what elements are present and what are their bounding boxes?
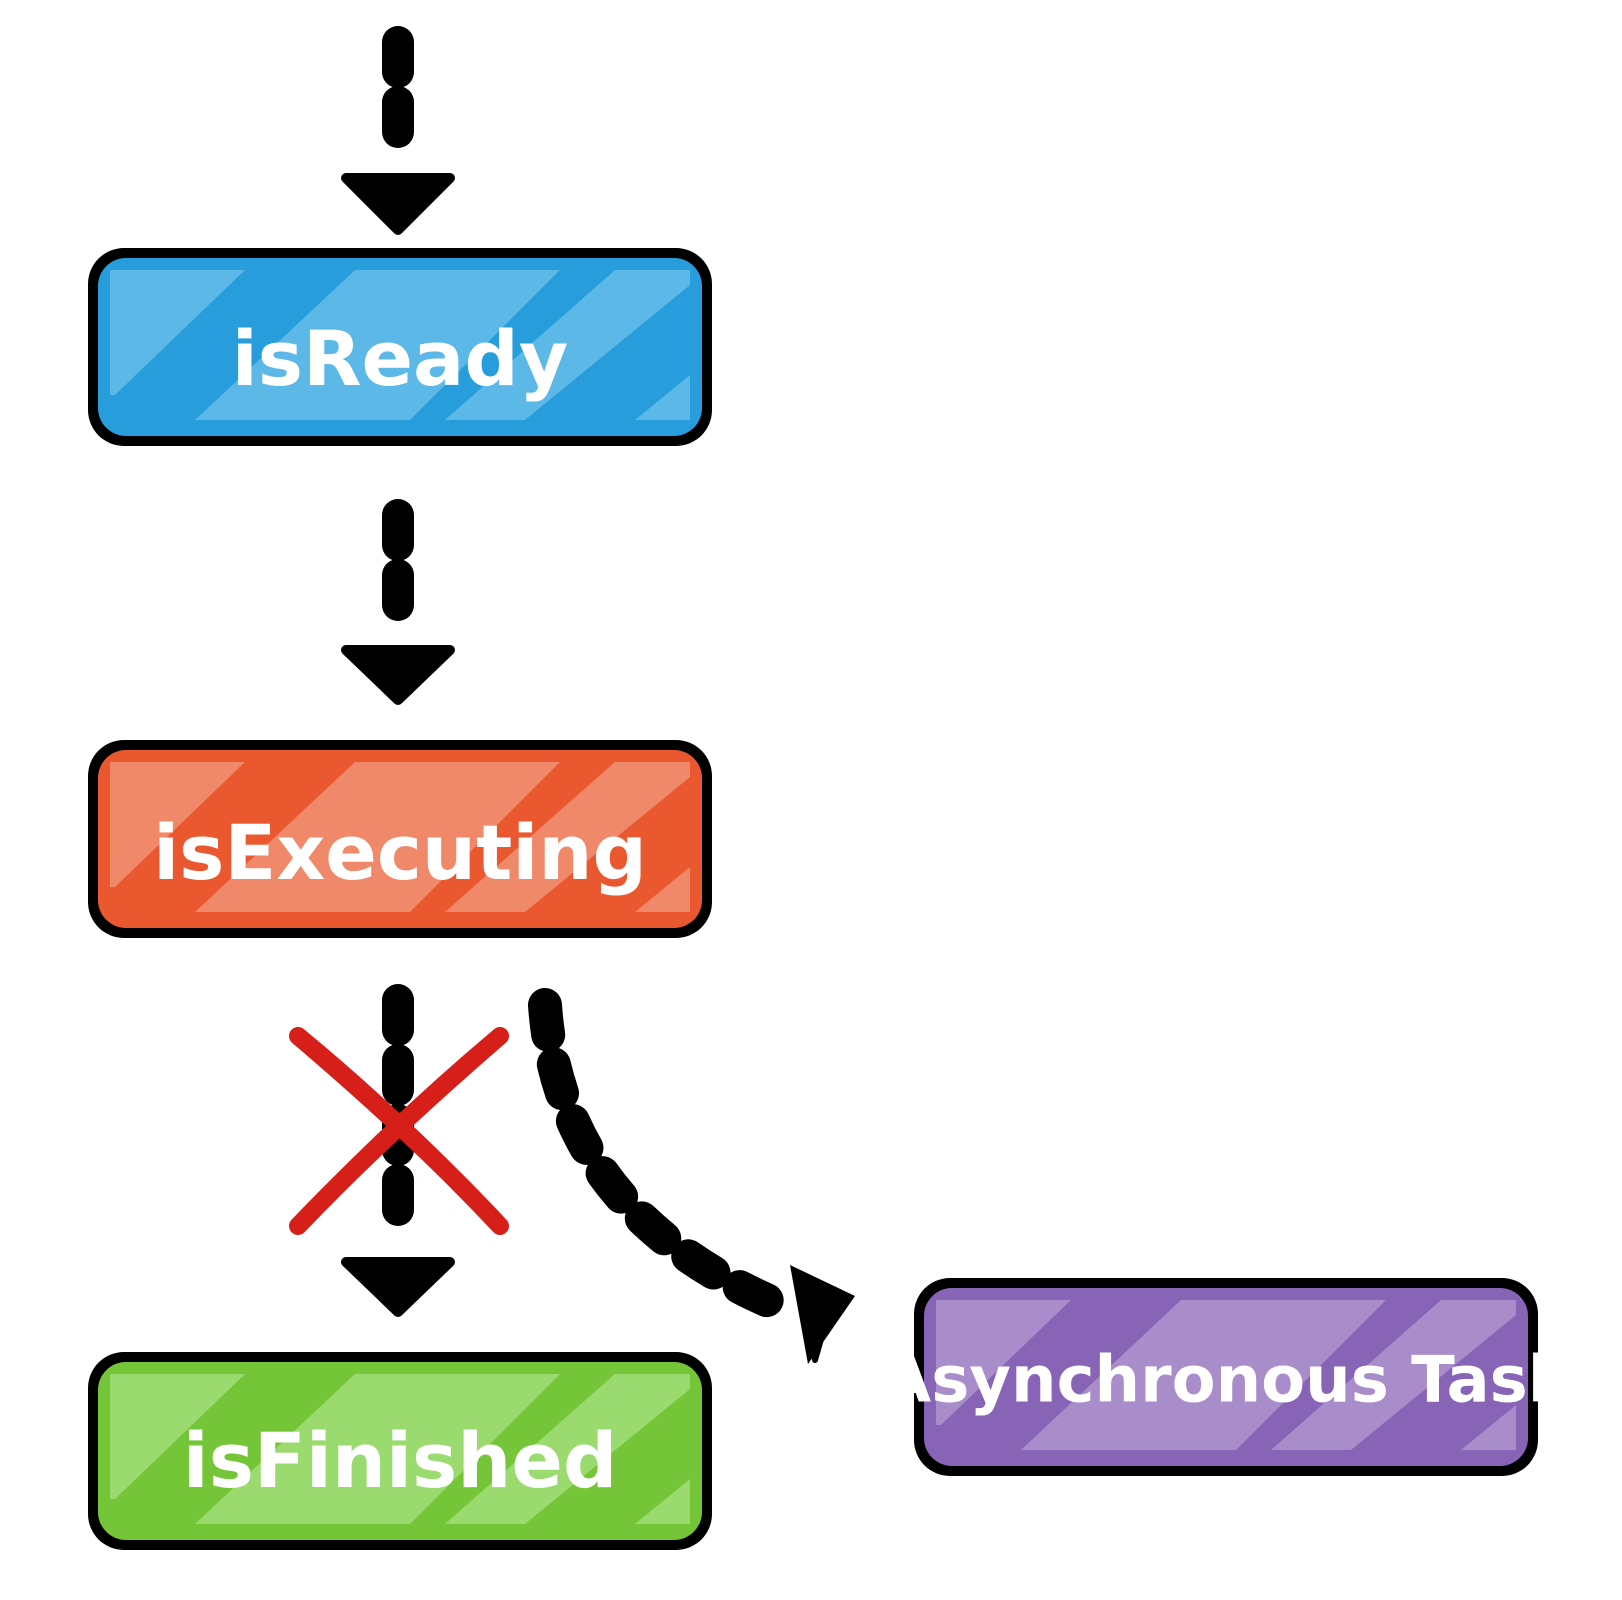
node-async-task-stripes (936, 1300, 1516, 1450)
node-is-finished-stripes (110, 1374, 690, 1524)
arrow-executing-to-async (528, 988, 855, 1364)
node-is-executing-label: isExecuting (153, 808, 647, 897)
node-is-executing: isExecuting (88, 740, 712, 938)
node-is-ready-stripes (110, 270, 690, 420)
entry-arrow (341, 26, 455, 235)
blocked-cross-icon (289, 1027, 509, 1235)
node-is-executing-stripes (110, 762, 690, 912)
node-is-finished-label: isFinished (183, 1416, 618, 1505)
node-is-ready: isReady (88, 248, 712, 446)
arrow-ready-to-executing (341, 499, 455, 705)
node-is-ready-label: isReady (232, 314, 569, 403)
node-is-finished: isFinished (88, 1352, 712, 1550)
node-async-task-label: Asynchronous Task (882, 1344, 1572, 1418)
node-async-task: Asynchronous Task (882, 1278, 1572, 1476)
